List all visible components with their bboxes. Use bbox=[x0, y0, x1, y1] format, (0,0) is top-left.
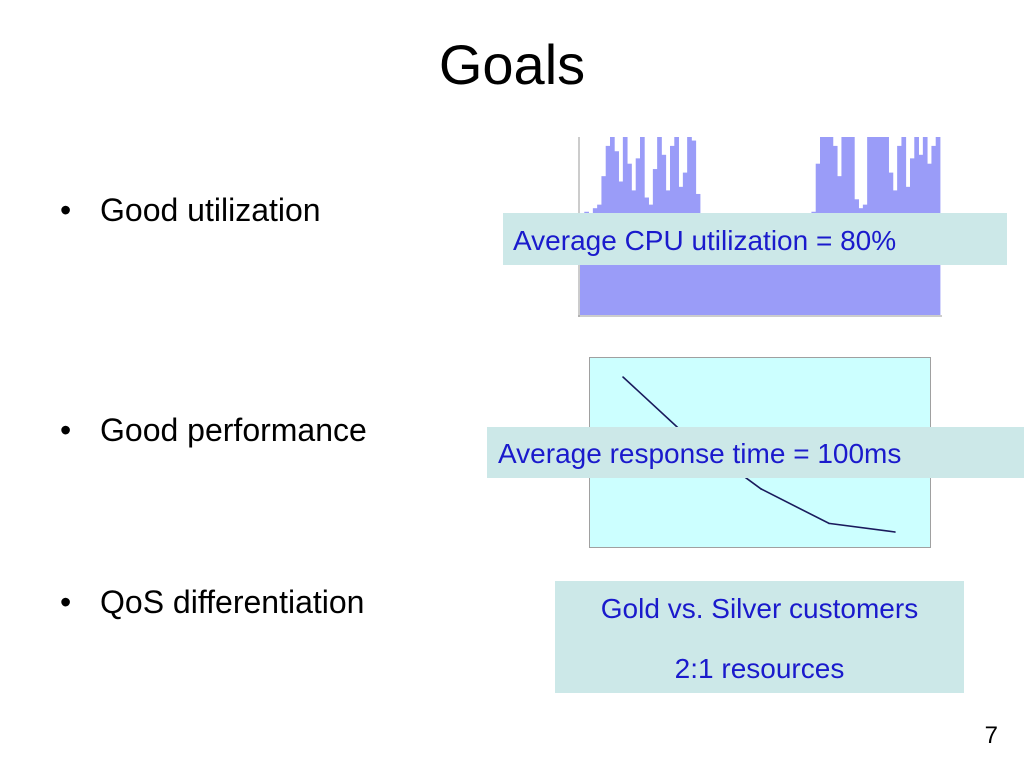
cpu-utilization-bar bbox=[717, 217, 722, 315]
cpu-utilization-bar bbox=[798, 217, 804, 315]
qos-callout-line-2: 2:1 resources bbox=[674, 653, 845, 684]
cpu-utilization-bar bbox=[700, 217, 705, 315]
cpu-utilization-bar bbox=[751, 217, 757, 315]
cpu-utilization-bar bbox=[730, 217, 735, 315]
cpu-utilization-bar bbox=[807, 217, 812, 315]
cpu-utilization-bar bbox=[777, 217, 782, 315]
cpu-utilization-bar bbox=[747, 217, 752, 315]
slide-title: Goals bbox=[438, 33, 586, 96]
bullet-text: QoS differentiation bbox=[100, 584, 365, 620]
bullet-good-performance: • Good performance bbox=[60, 410, 367, 450]
cpu-utilization-bar bbox=[755, 217, 761, 315]
cpu-utilization-bar bbox=[768, 217, 774, 315]
cpu-utilization-bar bbox=[734, 217, 739, 315]
bullet-text: Good utilization bbox=[100, 192, 321, 228]
bullet-text: Good performance bbox=[100, 412, 367, 448]
response-time-point bbox=[622, 376, 624, 378]
page-number: 7 bbox=[984, 722, 998, 749]
response-callout: Average response time = 100ms bbox=[487, 427, 1024, 478]
response-time-point bbox=[760, 488, 762, 490]
cpu-utilization-bar bbox=[790, 217, 795, 315]
cpu-utilization-bar bbox=[721, 217, 727, 315]
bullet-good-utilization: • Good utilization bbox=[60, 190, 321, 230]
cpu-utilization-bar bbox=[781, 217, 787, 315]
response-time-point bbox=[894, 531, 896, 533]
bullet-marker: • bbox=[60, 192, 72, 228]
response-time-point bbox=[828, 522, 830, 525]
cpu-utilization-bar bbox=[708, 217, 714, 315]
cpu-utilization-bar bbox=[764, 217, 769, 315]
cpu-utilization-bar bbox=[802, 217, 808, 315]
cpu-utilization-bar bbox=[738, 217, 744, 315]
cpu-utilization-bar bbox=[588, 215, 594, 315]
cpu-utilization-bar bbox=[772, 217, 778, 315]
bullet-qos-differentiation: • QoS differentiation bbox=[60, 582, 364, 622]
cpu-utilization-bar bbox=[742, 217, 748, 315]
cpu-utilization-bar bbox=[580, 217, 585, 315]
cpu-utilization-bar bbox=[760, 217, 765, 315]
qos-callout-line-1: Gold vs. Silver customers bbox=[600, 593, 919, 624]
cpu-utilization-bar bbox=[725, 217, 731, 315]
qos-callout: Gold vs. Silver customers 2:1 resources bbox=[555, 581, 964, 693]
bullet-marker: • bbox=[60, 412, 72, 448]
cpu-utilization-bar bbox=[785, 217, 791, 315]
cpu-utilization-bar bbox=[794, 217, 799, 315]
cpu-utilization-bar bbox=[704, 217, 709, 315]
cpu-utilization-bar bbox=[712, 217, 718, 315]
bullet-marker: • bbox=[60, 584, 72, 620]
cpu-callout: Average CPU utilization = 80% bbox=[503, 213, 1007, 265]
